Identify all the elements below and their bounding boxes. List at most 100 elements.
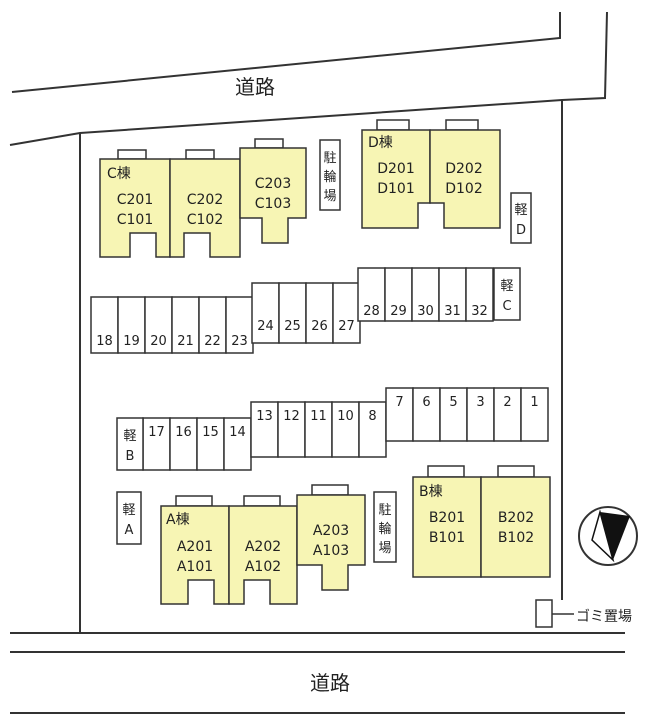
unit-a-2	[228, 505, 298, 605]
kei-parking-label: D	[516, 223, 526, 238]
parking-stall-number: 27	[338, 319, 355, 334]
parking-stall-number: 29	[390, 304, 407, 319]
unit-number: A103	[313, 543, 349, 559]
parking-stall	[332, 282, 361, 344]
balcony	[243, 495, 281, 507]
unit-number: C203	[255, 176, 292, 192]
unit-number: A101	[177, 559, 213, 575]
building-a	[160, 484, 366, 605]
parking-stall-number: 26	[311, 319, 328, 334]
kei-parking-label: 軽	[500, 279, 513, 294]
parking-stall	[251, 282, 280, 344]
unit-number: B102	[498, 530, 534, 546]
parking-stall-number: 23	[231, 334, 248, 349]
bicycle-parking-label: 場	[323, 189, 336, 204]
building-c-name: C棟	[107, 166, 131, 182]
parking-stall-number: 10	[337, 409, 354, 424]
parking-stall-number: 24	[257, 319, 274, 334]
building-b-name: B棟	[419, 484, 443, 500]
parking-stall-number: 3	[476, 395, 484, 410]
parking-stall	[278, 282, 307, 344]
parking-stall	[439, 387, 468, 442]
balcony	[254, 138, 284, 149]
parking-stall-number: 1	[530, 395, 538, 410]
top-road-upper-edge	[11, 12, 561, 93]
parking-stall	[385, 387, 414, 442]
kei-parking-label: 軽	[514, 203, 527, 218]
parking-stall	[144, 296, 173, 354]
unit-number: A102	[245, 559, 281, 575]
parking-stall-number: 8	[368, 409, 376, 424]
building-b	[412, 465, 551, 578]
kei-parking-label: 軽	[123, 429, 136, 444]
parking-stall-number: 13	[256, 409, 273, 424]
balcony	[311, 484, 349, 496]
parking-stall	[466, 387, 495, 442]
building-d	[361, 119, 501, 229]
balcony	[117, 149, 147, 160]
kei-parking-label: B	[126, 449, 135, 464]
balcony	[445, 119, 479, 131]
parking-stall	[198, 296, 227, 354]
top-road	[9, 11, 608, 146]
unit-number: A203	[313, 523, 349, 539]
unit-number: C102	[187, 212, 224, 228]
kei-parking-label: C	[502, 299, 511, 314]
unit-number: C101	[117, 212, 154, 228]
kei-parking-c	[493, 267, 521, 321]
parking-stall-number: 22	[204, 334, 221, 349]
kei-parking-d	[510, 192, 532, 244]
unit-number: B201	[429, 510, 465, 526]
north-arrow-icon	[578, 506, 638, 566]
unit-c-3	[239, 147, 307, 244]
kei-parking-label: A	[125, 523, 134, 538]
unit-d-2	[429, 129, 501, 229]
unit-number: C103	[255, 196, 292, 212]
top-road-lower-edge	[9, 11, 608, 146]
balcony	[185, 149, 215, 160]
unit-number: D202	[445, 161, 483, 177]
building-c	[99, 138, 307, 258]
bicycle-parking-label: 輪	[323, 169, 336, 185]
unit-number: A202	[245, 539, 281, 555]
unit-b-2	[480, 476, 551, 578]
parking-stall	[225, 296, 254, 354]
bicycle-parking-label: 場	[378, 541, 391, 556]
kei-parking-label: 軽	[122, 503, 135, 518]
garbage-label: ゴミ置場	[576, 608, 632, 625]
parking-stall-number: 7	[395, 395, 403, 410]
parking-stall-number: 19	[123, 334, 140, 349]
parking-stall	[520, 387, 549, 442]
bicycle-parking-label: 駐	[378, 503, 391, 518]
unit-number: C202	[187, 192, 224, 208]
balcony	[175, 495, 213, 507]
unit-number: B101	[429, 530, 465, 546]
parking-stall	[277, 401, 306, 458]
bicycle-parking-label: 駐	[323, 151, 336, 166]
parking-stall	[465, 267, 494, 322]
parking-stall-number: 32	[471, 304, 488, 319]
balcony	[427, 465, 465, 478]
building-a-name: A棟	[166, 512, 190, 528]
parking-stall-number: 15	[202, 425, 219, 440]
parking-stall	[331, 401, 360, 458]
parking-stall-number: 5	[449, 395, 457, 410]
bicycle-parking-label: 輪	[378, 521, 391, 537]
balcony	[497, 465, 535, 478]
parking-stall-number: 31	[444, 304, 461, 319]
parking-stall-number: 17	[148, 425, 165, 440]
balcony	[376, 119, 410, 131]
parking-stall	[357, 267, 386, 322]
parking-stall	[358, 401, 387, 458]
parking-stall-number: 18	[96, 334, 113, 349]
parking-stall-number: 25	[284, 319, 301, 334]
property-boundary	[79, 100, 563, 632]
kei-parking-a	[116, 491, 142, 545]
parking-stall	[384, 267, 413, 322]
parking-stall	[250, 401, 279, 458]
unit-number: A201	[177, 539, 213, 555]
unit-number: D201	[377, 161, 415, 177]
